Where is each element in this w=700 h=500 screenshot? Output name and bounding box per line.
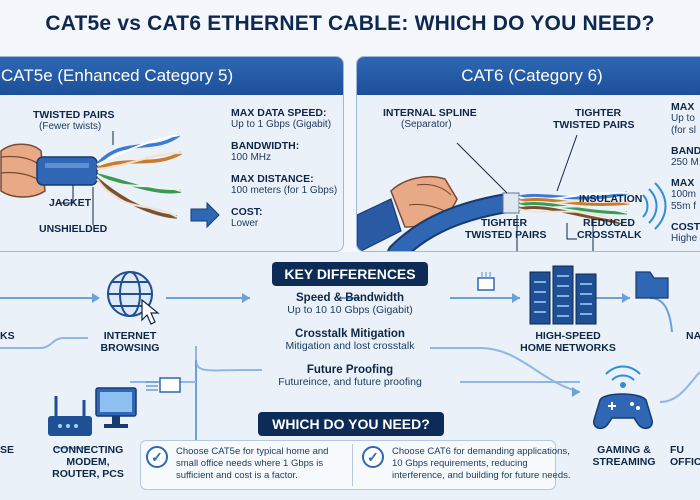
cat6-reduced-1: REDUCED: [583, 217, 635, 229]
node-modem-line1: CONNECTING: [52, 444, 124, 456]
folder-icon: [635, 271, 669, 299]
cat5e-spec-distance-value: 100 meters (for 1 Gbps): [231, 185, 338, 196]
connector-lines: [0, 265, 700, 453]
cat6-spec-speed-value-2: (for sl: [671, 125, 696, 136]
chip-icon: [477, 272, 495, 291]
cat6-panel: CAT6 (Category 6): [356, 56, 700, 252]
gamepad-icon: [593, 393, 653, 430]
node-home-line1: HIGH-SPEED: [535, 330, 601, 342]
cat5e-spec-bandwidth-label: BANDWIDTH:: [231, 140, 300, 152]
kd-speed-title: Speed & Bandwidth: [296, 292, 404, 304]
cat6-tighter-top-1: TIGHTER: [575, 107, 622, 119]
cat5e-spec-speed-label: MAX DATA SPEED:: [231, 107, 327, 119]
cat5e-spec-cost-label: COST:: [231, 206, 263, 218]
cat6-reduced-2: CROSSTALK: [577, 229, 642, 241]
cat5e-jacket-label: JACKET: [49, 197, 92, 209]
which-heading: WHICH DO YOU NEED?: [258, 412, 444, 436]
cat5e-twisted-pairs-label: TWISTED PAIRS: [33, 109, 115, 121]
cat6-spec-distance-label: MAX: [671, 177, 695, 189]
cat5e-header-label: CAT5e (Enhanced Category 5): [1, 66, 234, 85]
kd-crosstalk-detail: Mitigation and lost crosstalk: [285, 340, 415, 352]
cat6-spec-distance-value-1: 100m: [671, 189, 697, 200]
node-fu-line2: OFFIC: [670, 456, 700, 468]
cat6-spec-bandwidth-value: 250 M: [671, 157, 699, 168]
cat5e-panel: CAT5e (Enhanced Category 5): [0, 56, 344, 252]
node-modem-line3: ROUTER, PCS: [52, 468, 124, 480]
cat6-spec-distance-value-2: 55m f: [671, 201, 697, 212]
which-cat6-line3: interference, and building for future ne…: [392, 470, 571, 481]
cat6-spec-cost-value: Highe: [671, 233, 698, 244]
page-title: CAT5e vs CAT6 ETHERNET CABLE: WHICH DO Y…: [45, 12, 655, 35]
cat5e-spec-speed-value: Up to 1 Gbps (Gigabit): [231, 119, 332, 130]
node-fu-office: FU OFFIC: [670, 444, 700, 468]
key-differences-list: Speed & Bandwidth Up to 10 10 Gbps (Giga…: [250, 292, 450, 388]
cat5e-unshielded-label: UNSHIELDED: [39, 223, 108, 235]
wifi-icon: [605, 365, 641, 388]
cat6-spec-cost-label: COST: [671, 221, 700, 233]
cat5e-specs: MAX DATA SPEED: Up to 1 Gbps (Gigabit) B…: [231, 107, 343, 230]
monitor-icon: [95, 387, 137, 428]
signal-waves-icon: [642, 182, 667, 230]
checkmark-icon: ✓: [146, 446, 168, 468]
cat6-tighter-bottom-2: TWISTED PAIRS: [465, 229, 547, 241]
key-differences-heading: KEY DIFFERENCES: [272, 262, 428, 286]
kd-crosstalk-title: Crosstalk Mitigation: [295, 328, 405, 340]
which-cat5e-text: Choose CAT5e for typical home and small …: [176, 446, 348, 482]
cat5e-spec-distance-label: MAX DISTANCE:: [231, 173, 314, 185]
cat5e-twisted-pairs-sub: (Fewer twists): [39, 121, 102, 132]
node-gaming-line1: GAMING &: [597, 444, 651, 456]
cable-icon: [387, 191, 630, 251]
cat6-header-label: CAT6 (Category 6): [461, 66, 603, 85]
kd-future-title: Future Proofing: [306, 364, 394, 376]
cat6-spec-speed-label: MAX: [671, 101, 695, 113]
node-left-edge: KS: [0, 330, 15, 342]
cat6-tighter-top-2: TWISTED PAIRS: [553, 119, 635, 131]
kd-future-detail: Futureince, and future proofing: [278, 376, 422, 388]
cat5e-header: CAT5e (Enhanced Category 5): [0, 57, 343, 95]
cat6-cable-illustration: [357, 134, 667, 251]
checkmark-icon: ✓: [362, 446, 384, 468]
cat6-insulation-label: INSULATION: [579, 193, 643, 205]
cat6-spline-label: INTERNAL SPLINE: [383, 107, 477, 119]
node-modem-line2: MODEM,: [66, 456, 110, 468]
router-icon: [48, 396, 92, 436]
node-home-networks: HIGH-SPEED HOME NETWORKS: [512, 330, 624, 354]
kd-speed-detail: Up to 10 10 Gbps (Gigabit): [287, 304, 413, 316]
server-icon: [529, 265, 597, 325]
node-internet-browsing: INTERNET BROWSING: [100, 330, 160, 354]
cable-icon: [36, 133, 182, 219]
cat6-spec-speed-value-1: Up to: [671, 113, 695, 124]
node-connecting-modem: CONNECTING MODEM, ROUTER, PCS: [48, 444, 128, 480]
cat6-spline-sub: (Separator): [401, 119, 452, 130]
which-cat6-line2: 10 Gbps requirements, reducing: [392, 458, 528, 469]
cat5e-cable-illustration: [0, 131, 220, 229]
which-cat6-text: Choose CAT6 for demanding applications, …: [392, 446, 571, 482]
node-gaming-streaming: GAMING & STREAMING: [588, 444, 660, 468]
node-internet-line1: INTERNET: [103, 330, 157, 342]
cursor-icon: [141, 298, 160, 325]
which-cat6-line1: Choose CAT6 for demanding applications,: [392, 446, 570, 457]
node-fu-line1: FU: [670, 444, 684, 456]
which-cat5e-line2: small office needs where 1 Gbps is: [176, 458, 324, 469]
cat6-specs: MAX Up to (for sl BAND 250 M MAX 100m 55…: [671, 101, 700, 245]
cat6-tighter-bottom-1: TIGHTER: [481, 217, 528, 229]
cat6-header: CAT6 (Category 6): [357, 57, 700, 95]
node-gaming-line2: STREAMING: [592, 456, 656, 468]
cat5e-spec-bandwidth-value: 100 MHz: [231, 152, 272, 163]
node-home-line2: HOME NETWORKS: [520, 342, 616, 354]
node-se: SE: [0, 444, 15, 456]
node-internet-line2: BROWSING: [100, 342, 160, 354]
which-cat5e-line1: Choose CAT5e for typical home and: [176, 446, 329, 457]
arrow-right-icon: [190, 201, 220, 229]
which-divider: [352, 444, 353, 486]
which-choices-box: [140, 440, 556, 490]
cat6-spec-bandwidth-label: BAND: [671, 145, 700, 157]
cat5e-spec-cost-value: Lower: [231, 218, 259, 229]
which-cat5e-line3: sufficient and cost is a factor.: [176, 470, 298, 481]
node-na: NA: [686, 330, 700, 342]
chip-icon: [146, 377, 181, 393]
